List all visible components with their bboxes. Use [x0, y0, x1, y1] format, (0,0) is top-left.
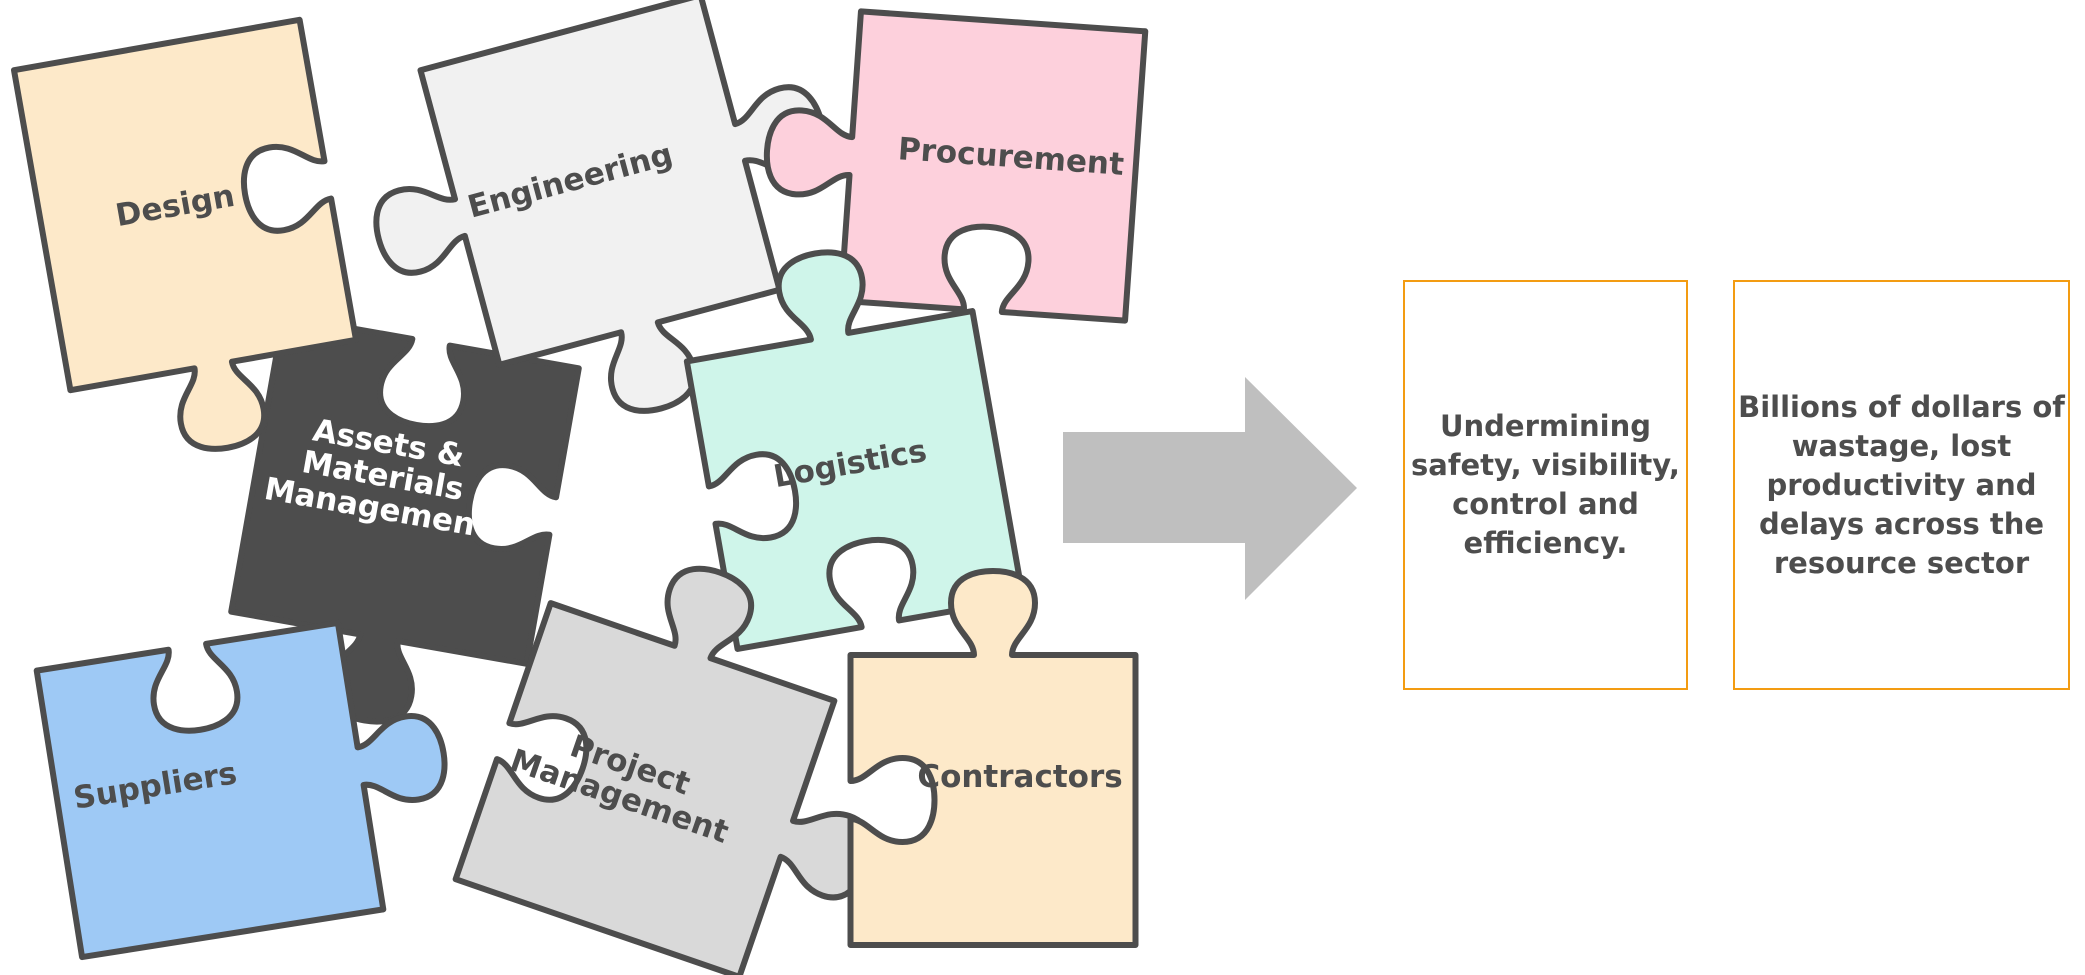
puzzle-piece-shape — [228, 313, 582, 725]
puzzle-label-contractors: Contractors — [917, 759, 1122, 795]
puzzle-piece-shape — [33, 619, 448, 961]
puzzle-label-line: Contractors — [917, 759, 1122, 795]
outcome-box-safety: Undermining safety, visibility, control … — [1403, 280, 1688, 690]
outcome-box-wastage: Billions of dollars of wastage, lost pro… — [1733, 280, 2070, 690]
puzzle-piece-procurement: Procurement — [763, 8, 1149, 324]
puzzle-piece-contractors: Contractors — [847, 568, 1139, 948]
puzzle-piece-shape — [10, 16, 360, 452]
puzzle-piece-project: ProjectManagement — [452, 565, 873, 975]
puzzle-piece-engineering: Engineering — [373, 0, 827, 414]
puzzle-label-assets: Assets &MaterialsManagement — [262, 406, 505, 546]
puzzle-piece-shape — [683, 249, 1027, 652]
puzzle-piece-shape — [763, 8, 1149, 324]
outcome-text-wastage: Billions of dollars of wastage, lost pro… — [1738, 389, 2065, 580]
puzzle-piece-design: Design — [10, 16, 360, 452]
outcome-text-safety: Undermining safety, visibility, control … — [1411, 409, 1680, 560]
flow-arrow — [1063, 377, 1357, 600]
puzzle-piece-assets: Assets &MaterialsManagement — [228, 313, 582, 725]
puzzle-piece-suppliers: Suppliers — [33, 619, 448, 961]
puzzle-piece-shape — [847, 568, 1139, 948]
puzzle-piece-logistics: Logistics — [683, 249, 1027, 652]
